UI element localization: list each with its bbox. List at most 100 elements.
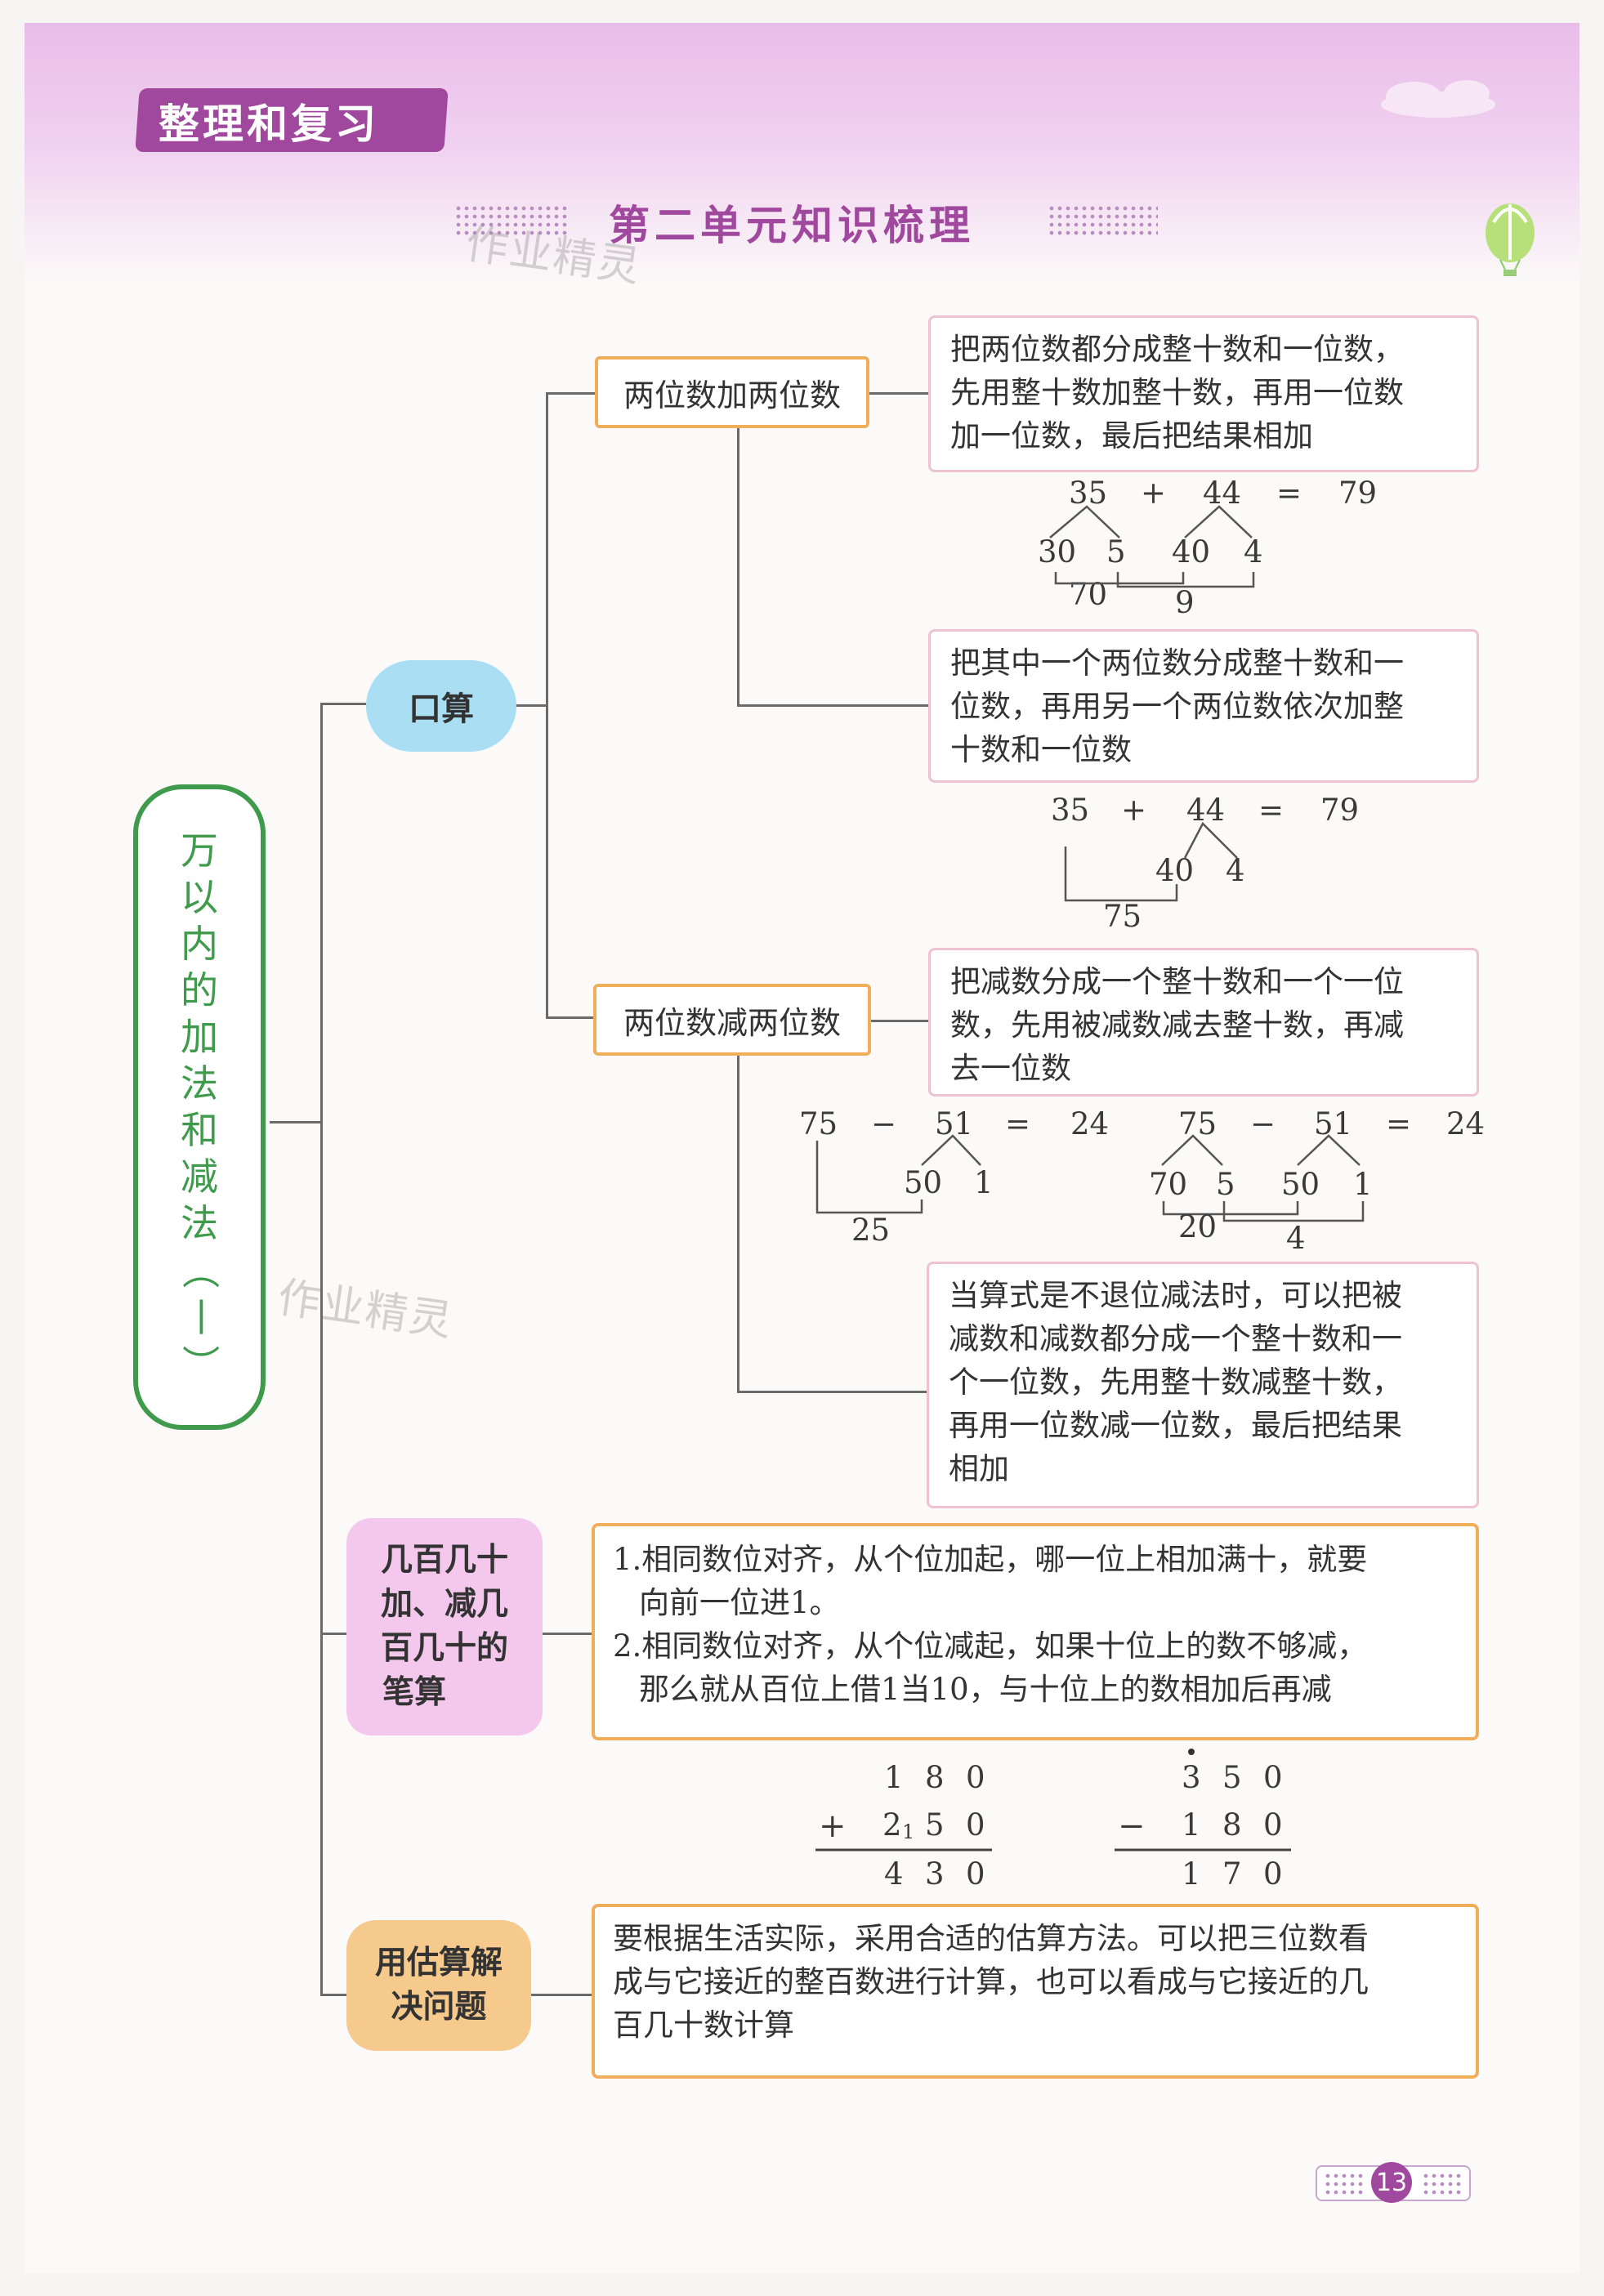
expr-result: 79 — [1320, 793, 1360, 828]
expr-equals: = — [1258, 793, 1285, 828]
expr-number: 75 — [1178, 1106, 1218, 1141]
digit: 1 — [1182, 1856, 1201, 1892]
root-label-char: 加 — [181, 1015, 218, 1059]
root-topic: 万以内的加法和减法（一） — [133, 784, 266, 1430]
expr-equals: = — [1276, 476, 1302, 511]
expr-result: 24 — [1070, 1106, 1110, 1141]
digit: 8 — [1222, 1807, 1242, 1843]
expr-number: 75 — [799, 1106, 838, 1141]
sub-method-2-box: 当算式是不退位减法时，可以把被减数和减数都分成一个整十数和一个一位数，先用整十数… — [927, 1262, 1479, 1508]
expr-operator: − — [871, 1106, 897, 1141]
digit: 0 — [1263, 1856, 1283, 1892]
written-rules-box: 1.相同数位对齐，从个位加起，哪一位上相加满十，就要 向前一位进1。 2.相同数… — [592, 1523, 1479, 1740]
connector — [320, 1994, 346, 1996]
partial-sum: 70 — [1069, 577, 1108, 612]
digit: 5 — [1222, 1760, 1242, 1795]
digit: 8 — [925, 1760, 945, 1795]
root-label-char: 万 — [181, 829, 218, 873]
connector — [531, 1994, 593, 1996]
expr-equals: = — [1386, 1106, 1412, 1141]
connector — [737, 704, 928, 707]
split-part: 40 — [1155, 853, 1195, 888]
connector — [869, 1020, 928, 1022]
root-label-char: 的 — [181, 968, 218, 1012]
expr-equals: = — [1005, 1106, 1031, 1141]
digit: 2 — [882, 1807, 902, 1843]
root-label-char: 以 — [181, 875, 218, 919]
connector — [737, 427, 739, 706]
root-label-char: （ — [177, 1251, 222, 1289]
expr-number: 44 — [1203, 476, 1242, 511]
written-line: 百几十的 — [380, 1630, 508, 1667]
header-band — [25, 23, 1579, 284]
root-label-char: ） — [177, 1344, 222, 1383]
expr-operator: + — [1121, 793, 1147, 828]
digit: 1 — [884, 1760, 904, 1795]
estimate-box: 要根据生活实际，采用合适的估算方法。可以把三位数看成与它接近的整百数进行计算，也… — [592, 1904, 1479, 2079]
title-dots-left — [454, 204, 569, 235]
written-line: 几百几十 — [380, 1542, 508, 1579]
split-part: 40 — [1172, 534, 1211, 570]
digit: 5 — [925, 1807, 945, 1843]
split-part: 5 — [1106, 534, 1126, 570]
expr-number: 35 — [1069, 476, 1108, 511]
add-method-2-box: 把其中一个两位数分成整十数和一位数，再用另一个两位数依次加整十数和一位数 — [928, 629, 1479, 783]
subtopic-two-digit-subtraction: 两位数减两位数 — [593, 984, 871, 1056]
connector — [270, 1121, 322, 1123]
partial-result: 4 — [1286, 1221, 1306, 1256]
digit: 3 — [1182, 1760, 1201, 1795]
expr-operator: + — [1141, 476, 1167, 511]
split-part: 4 — [1226, 853, 1245, 888]
expr-number: 51 — [935, 1106, 974, 1141]
connector — [320, 703, 323, 1995]
split-part: 5 — [1216, 1167, 1235, 1202]
section-label: 整理和复习 — [159, 101, 379, 148]
split-part: 70 — [1149, 1167, 1188, 1202]
carry-digit: 1 — [902, 1820, 915, 1843]
root-label-char: 内 — [181, 922, 218, 966]
digit: 0 — [966, 1856, 985, 1892]
connector — [546, 392, 548, 1018]
partial-sum: 9 — [1175, 585, 1195, 620]
digit: 3 — [925, 1856, 945, 1892]
expr-number: 51 — [1314, 1106, 1353, 1141]
branch-mental-calculation: 口算 — [366, 660, 516, 752]
digit: 1 — [1182, 1807, 1201, 1843]
root-label-char: 减 — [181, 1155, 218, 1199]
root-label-char: 一 — [177, 1298, 222, 1336]
partial-result: 25 — [851, 1213, 891, 1248]
split-part: 50 — [1281, 1167, 1320, 1202]
root-label-char: 和 — [181, 1108, 218, 1152]
connector — [737, 1391, 928, 1393]
page-title: 第二单元知识梳理 — [609, 202, 975, 249]
branch-written-calculation: 几百几十 加、减几 百几十的 笔算 — [346, 1518, 543, 1735]
digit: 7 — [1222, 1856, 1242, 1892]
connector — [868, 392, 928, 395]
expr-number: 44 — [1186, 793, 1226, 828]
expr-number: 35 — [1051, 793, 1090, 828]
title-dots-right — [1048, 204, 1158, 235]
root-label-char: 法 — [181, 1201, 218, 1245]
operator: + — [819, 1807, 847, 1845]
connector — [546, 1016, 593, 1019]
connector — [546, 392, 596, 395]
digit: 0 — [1263, 1807, 1283, 1843]
root-label-char: 法 — [181, 1061, 218, 1106]
connector — [320, 1633, 346, 1635]
partial-sum: 75 — [1103, 899, 1142, 934]
expr-operator: − — [1250, 1106, 1276, 1141]
add-method-1-box: 把两位数都分成整十数和一位数，先用整十数加整十数，再用一位数加一位数，最后把结果… — [928, 315, 1479, 472]
sub-method-1-box: 把减数分成一个整十数和一个一位数，先用被减数减去整十数，再减去一位数 — [928, 948, 1479, 1097]
digit: 0 — [966, 1760, 985, 1795]
estimate-line: 决问题 — [391, 1989, 487, 2026]
split-part: 1 — [974, 1165, 994, 1200]
written-line: 加、减几 — [380, 1586, 508, 1623]
digit: 4 — [884, 1856, 904, 1892]
subtopic-two-digit-addition: 两位数加两位数 — [595, 356, 869, 428]
balloon-icon — [1486, 203, 1535, 276]
estimate-line: 用估算解 — [374, 1945, 503, 1981]
digit: 0 — [1263, 1760, 1283, 1795]
partial-result: 20 — [1178, 1209, 1218, 1244]
connector — [737, 1054, 739, 1392]
connector — [543, 1633, 593, 1635]
